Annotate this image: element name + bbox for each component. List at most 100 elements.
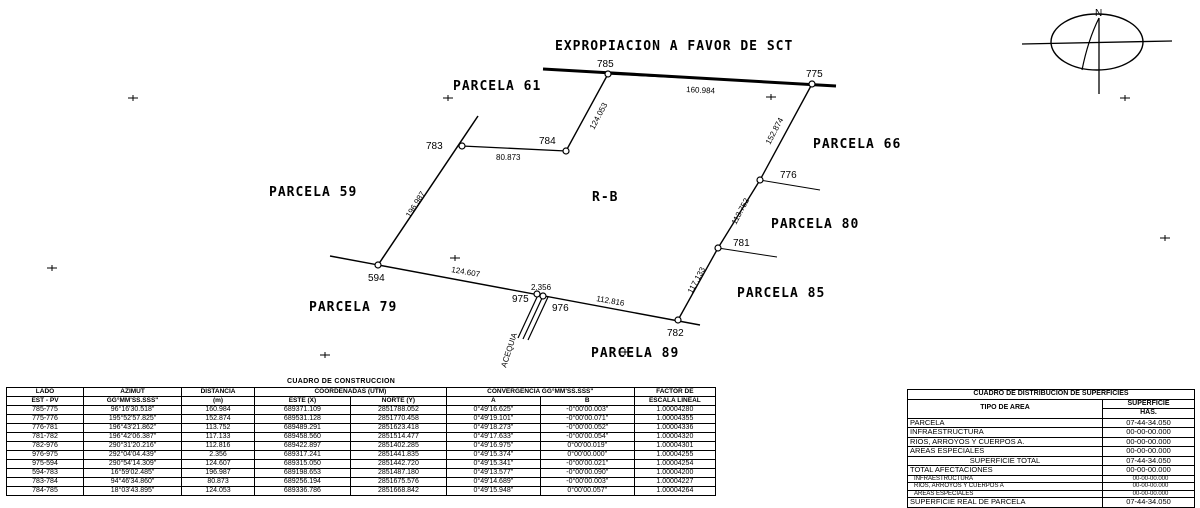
point-783: 783 [426,141,443,152]
table-cell: 2851402.285 [349,441,447,451]
point-594: 594 [368,273,385,284]
table-cell: 94°46'34.860" [83,477,183,487]
table-cell: -0°00'00.054" [539,432,635,442]
table-cell: 1.00004336 [633,423,717,433]
table-cell: 689198.653 [253,468,351,478]
table-cell: 2851623.418 [349,423,447,433]
table-cell: 124.607 [181,459,255,469]
table-cell: -0°00'00.021" [539,459,635,469]
table-cell: 689371.109 [253,405,351,415]
table-cell: 1.00004355 [633,414,717,424]
table-cell: 1.00004264 [633,486,717,496]
ds-row-value: 00-00-00.000 [1102,446,1195,457]
table-cell: 0°49'15.341" [445,459,541,469]
table-cell: 196°42'06.387" [83,432,183,442]
table-cell: 689315.050 [253,459,351,469]
table-cell: -0°00'00.052" [539,423,635,433]
dist-785-775: 160.984 [686,85,716,96]
th-distancia: DISTANCIA [181,387,255,397]
th-convergencia: CONVERGENCIA GG°MM'SS.SSS" [445,387,635,397]
table-cell: 785-775 [5,405,85,415]
table-cell: 80.873 [181,477,255,487]
table-cell: 775-776 [5,414,85,424]
ds-afect-sub-value: 00-00-00.000 [1102,482,1195,491]
table-cell: 196°43'21.862" [83,423,183,433]
table-cell: 112.816 [181,441,255,451]
table-cell: 2851514.477 [349,432,447,442]
table-cell: 96°16'30.518" [83,405,183,415]
table-cell: 776-781 [5,423,85,433]
table-cell: 689531.128 [253,414,351,424]
table-cell: 782-976 [5,441,85,451]
ds-col-sup: SUPERFICIE [1102,398,1195,409]
table-cell: 0°49'16.975" [445,441,541,451]
th-azimut-fmt: GG°MM'SS.SSS" [83,396,183,406]
th-conv-b: B [539,396,635,406]
table-cell: 689336.786 [253,486,351,496]
table-cell: 117.133 [181,432,255,442]
table-cell: 0°49'19.101" [445,414,541,424]
ds-afect-sub-label: RIOS, ARROYOS Y CUERPOS A [907,482,1103,491]
table-cell: 160.984 [181,405,255,415]
label-parcela-66: PARCELA 66 [813,137,901,152]
point-776: 776 [780,170,797,181]
construction-table: LADO AZIMUT DISTANCIA COORDENADAS (UTM) … [5,387,717,496]
table-cell: 113.752 [181,423,255,433]
table-cell: 1.00004280 [633,405,717,415]
label-zone: R-B [592,190,618,205]
point-775: 775 [806,69,823,80]
ds-afect-label: TOTAL AFECTACIONES [907,465,1103,476]
ds-afect-sub-value: 00-00-00.000 [1102,474,1195,483]
table-cell: 124.053 [181,486,255,496]
table-cell: 0°00'00.019" [539,441,635,451]
label-parcela-85: PARCELA 85 [737,286,825,301]
dist-975-976: 2.356 [531,283,552,292]
table-cell: 2.356 [181,450,255,460]
table-cell: 689458.560 [253,432,351,442]
parcel-boundary [329,67,837,341]
table-cell: 1.00004301 [633,441,717,451]
th-distancia-unit: (m) [181,396,255,406]
ds-row-label: AREAS ESPECIALES [907,446,1103,457]
point-784: 784 [539,136,556,147]
table-cell: 0°49'13.577" [445,468,541,478]
table-cell: 0°49'16.625" [445,405,541,415]
table-cell: 781-782 [5,432,85,442]
table-cell: 975-594 [5,459,85,469]
label-parcela-80: PARCELA 80 [771,217,859,232]
table-cell: 783-784 [5,477,85,487]
ds-real-label: SUPERFICIE REAL DE PARCELA [907,497,1103,508]
th-azimut: AZIMUT [83,387,183,397]
table-cell: 689422.897 [253,441,351,451]
th-coords: COORDENADAS (UTM) [253,387,447,397]
th-factor: FACTOR DE [633,387,717,397]
grid-markers [47,94,1170,358]
ds-afect-sub-label: INFRAESTRUCTURA [907,474,1103,483]
label-parcela-79: PARCELA 79 [309,300,397,315]
dist-781-782: 117.133 [686,265,708,295]
dist-776-781: 113.752 [730,196,752,226]
table-cell: 18°03'43.895" [83,486,183,496]
th-factor2: ESCALA LINEAL [633,396,717,406]
table-cell: 784-785 [5,486,85,496]
label-parcela-59: PARCELA 59 [269,185,357,200]
ds-row-value: 00-00-00.000 [1102,427,1195,438]
table-cell: 196.987 [181,468,255,478]
table-cell: 1.00004254 [633,459,717,469]
table-cell: 152.874 [181,414,255,424]
plan-title: EXPROPIACION A FAVOR DE SCT [555,39,793,54]
table-cell: 689317.241 [253,450,351,460]
table-cell: 290°31'20.216" [83,441,183,451]
table-cell: -0°00'00.003" [539,405,635,415]
table-cell: 0°49'15.948" [445,486,541,496]
table-cell: 0°49'18.273" [445,423,541,433]
table-cell: 976-975 [5,450,85,460]
